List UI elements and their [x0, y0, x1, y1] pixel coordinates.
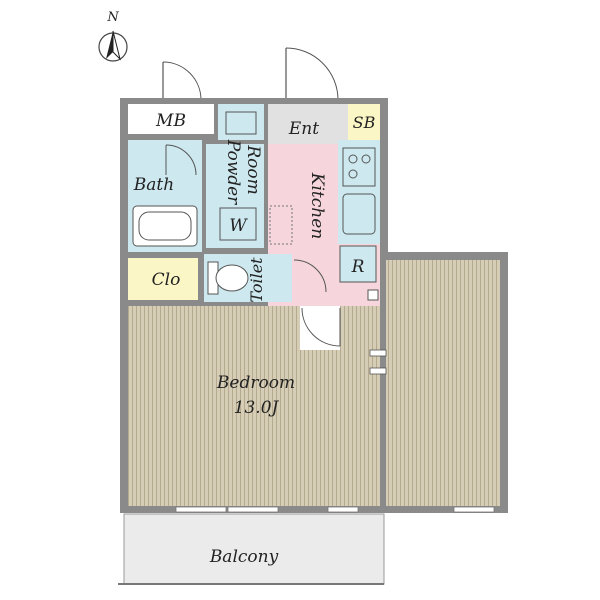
mb-label: MB	[155, 111, 186, 131]
entrance-label: Ent	[288, 119, 319, 139]
compass-north-label: N	[106, 10, 119, 25]
room-label: Room	[243, 144, 263, 194]
powder-room	[206, 144, 264, 248]
bathtub-basin	[138, 211, 192, 241]
kitchen-label: Kitchen	[307, 172, 327, 239]
entrance-door	[285, 47, 339, 101]
balcony	[123, 513, 385, 585]
closet-label: Clo	[152, 270, 181, 290]
shoe-box	[348, 104, 380, 140]
pipe-shaft	[367, 289, 379, 301]
burner-3	[348, 169, 358, 179]
compass-needle-left	[106, 31, 113, 59]
bedroom-label: Bedroom	[216, 373, 295, 393]
balcony-label: Balcony	[209, 547, 279, 567]
compass: N	[98, 10, 128, 62]
burner-1	[348, 154, 358, 164]
toilet-label: Toilet	[247, 257, 266, 303]
bedroom-door-area	[300, 306, 340, 350]
shoe-box-label: SB	[353, 113, 376, 132]
meter-box	[128, 104, 214, 134]
entrance-area	[268, 104, 348, 144]
compass-needle-right	[112, 30, 121, 61]
window-2	[227, 506, 279, 513]
toilet-bowl	[215, 264, 249, 292]
mb-door	[162, 61, 202, 101]
window-4	[453, 506, 495, 513]
kitchen-storage	[269, 205, 293, 245]
bedroom-door-swing	[301, 307, 341, 347]
kitchen-sink	[342, 193, 376, 235]
kitchen-counter	[338, 140, 380, 244]
window-1	[175, 506, 227, 513]
refrigerator	[339, 245, 377, 283]
burner-2	[361, 154, 371, 164]
washer-label: W	[229, 216, 248, 236]
vanity-area	[218, 104, 264, 140]
closet	[128, 258, 198, 300]
bath-label: Bath	[133, 175, 174, 195]
washer-space	[219, 207, 257, 241]
toilet-door-swing	[293, 259, 327, 293]
bedroom-size: 13.0J	[234, 398, 280, 418]
window-3	[327, 506, 359, 513]
vanity-sink	[225, 111, 257, 135]
bathtub	[132, 205, 198, 247]
bedroom-east	[386, 260, 500, 506]
refrigerator-label: R	[351, 257, 365, 277]
powder-label: Powder	[223, 139, 243, 205]
stove	[342, 147, 376, 187]
